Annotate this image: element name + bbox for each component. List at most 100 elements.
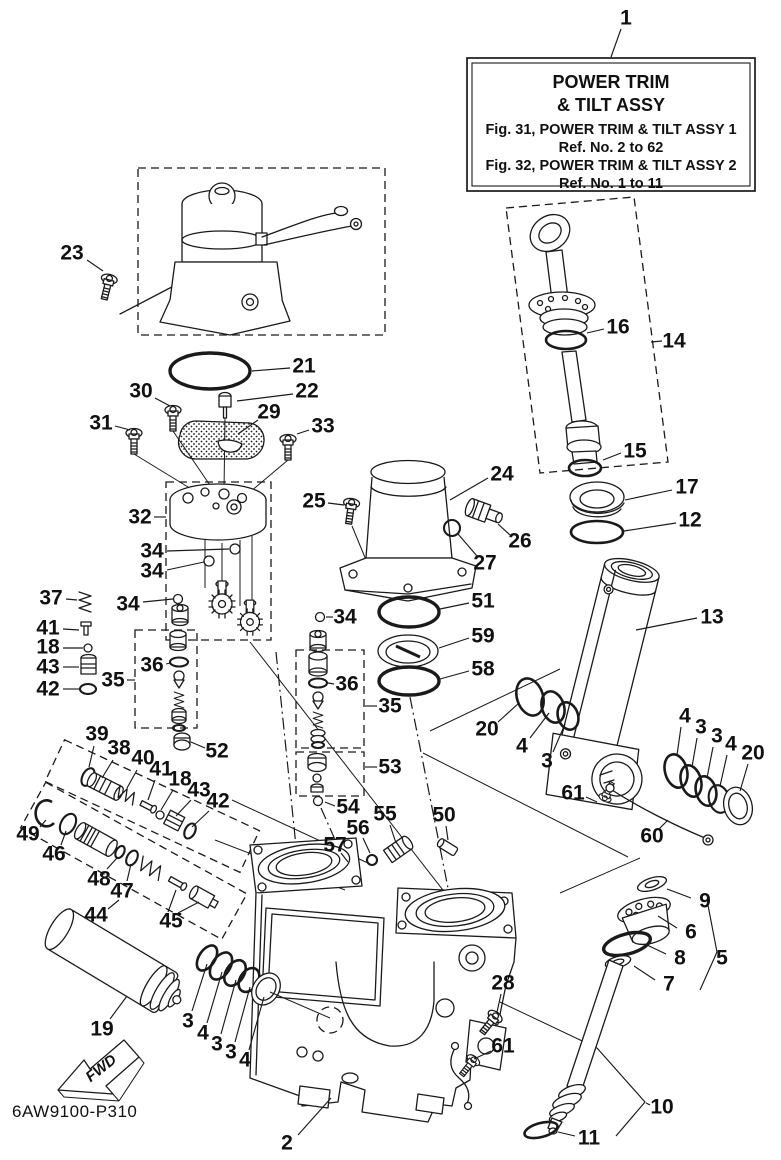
pump-gear — [208, 580, 236, 619]
tilt-cylinder-bore — [404, 887, 506, 933]
callout-label-3: 3 — [541, 750, 553, 773]
leader-line — [473, 1050, 492, 1060]
trim-piston-assy — [499, 857, 718, 1140]
spring-lower — [140, 855, 162, 882]
callout-label-49: 49 — [16, 823, 39, 846]
callout-label-53: 53 — [378, 756, 401, 779]
callout-label-34: 34 — [116, 593, 140, 616]
trim-cylinder-bore — [257, 843, 351, 885]
rod-lower-shaft — [561, 350, 587, 423]
o-ring-21 — [168, 351, 252, 391]
leader-line — [165, 662, 171, 665]
leader-line — [65, 598, 78, 601]
leader-line — [191, 810, 210, 828]
callout-label-3: 3 — [695, 716, 707, 739]
ground-wire-60 — [611, 789, 706, 839]
leader-line — [62, 628, 80, 631]
leader-line — [457, 533, 478, 557]
drawing-number: 6AW9100-P310 — [12, 1102, 137, 1121]
bushing — [171, 603, 189, 627]
callout-label-32: 32 — [128, 506, 151, 529]
callout-label-23: 23 — [60, 242, 83, 265]
ball-54 — [312, 795, 324, 807]
o-ring-46 — [58, 812, 78, 836]
o-ring-36 — [168, 656, 190, 668]
leader-line — [719, 754, 728, 787]
callout-label-46: 46 — [42, 843, 65, 866]
leader-line — [237, 419, 259, 435]
leader-line — [107, 899, 120, 910]
backup-ring-20 — [515, 677, 545, 717]
leader-line — [327, 682, 335, 685]
check-ball-34 — [203, 555, 215, 567]
spring-40 — [117, 784, 135, 806]
callout-label-35: 35 — [378, 695, 402, 718]
callout-label-58: 58 — [471, 658, 495, 681]
callout-label-35: 35 — [101, 669, 125, 692]
callout-label-39: 39 — [85, 723, 108, 746]
trim-valve-row-upper — [44, 738, 261, 874]
callout-label-61: 61 — [561, 782, 585, 805]
seal-4 — [663, 753, 689, 789]
ball-18b — [155, 810, 165, 820]
leader-line — [496, 993, 502, 1013]
callout-label-57: 57 — [323, 834, 346, 857]
leader-line — [439, 602, 470, 610]
leader-line — [633, 965, 656, 981]
check-ball-34 — [229, 543, 241, 555]
info-box-fig-line: Fig. 31, POWER TRIM & TILT ASSY 1 — [485, 122, 736, 138]
callout-10-bracket — [596, 1047, 646, 1137]
leader-line — [610, 28, 622, 58]
reservoir-24 — [339, 459, 477, 602]
leader-line — [88, 745, 95, 768]
callout-label-20: 20 — [475, 718, 498, 741]
valve-box-53 — [295, 751, 365, 797]
reservoir-drawing — [339, 459, 503, 602]
callout-label-22: 22 — [295, 380, 318, 403]
callout-label-28: 28 — [491, 972, 515, 995]
callout-label-3: 3 — [211, 1033, 223, 1056]
cylinder-end-screw-17 — [569, 481, 625, 518]
o-ring-42b — [183, 822, 197, 840]
tilt-piston — [565, 420, 602, 465]
callout-label-41: 41 — [36, 617, 60, 640]
axis-line — [249, 641, 447, 895]
callout-label-40: 40 — [131, 747, 154, 770]
callout-45-bracket — [167, 889, 200, 914]
callout-label-31: 31 — [89, 412, 113, 435]
callout-label-43: 43 — [187, 779, 210, 802]
leader-line — [529, 712, 550, 739]
callout-label-61: 61 — [491, 1035, 515, 1058]
callout-label-42: 42 — [206, 790, 229, 813]
callout-label-11: 11 — [578, 1127, 601, 1150]
callout-label-18: 18 — [168, 768, 192, 791]
info-box-fig-line: Fig. 32, POWER TRIM & TILT ASSY 2 — [485, 158, 736, 174]
backup-ring-59 — [377, 634, 439, 668]
leader-line — [234, 986, 251, 1043]
callout-label-48: 48 — [87, 868, 111, 891]
leader-line — [623, 522, 677, 532]
leader-line — [101, 759, 114, 779]
callout-label-50: 50 — [432, 804, 455, 827]
bushing-20 — [722, 786, 754, 826]
leader-line — [557, 1131, 576, 1137]
callout-label-4: 4 — [516, 735, 528, 758]
leader-line — [39, 819, 47, 828]
valve-piston-43 — [80, 653, 97, 675]
pump-body-32 — [169, 483, 267, 541]
gear-pump-drawing — [165, 481, 327, 653]
pivot-ring-set — [663, 753, 754, 826]
info-box-title-line1: POWER TRIM — [553, 72, 670, 92]
cup-seal-4 — [251, 972, 281, 1006]
leader-line — [497, 702, 520, 723]
o-ring-36b — [307, 677, 329, 689]
tilt-rod-assy-drawing — [505, 196, 669, 478]
pin-lower — [167, 875, 188, 891]
leader-line — [585, 796, 598, 803]
callout-label-3: 3 — [711, 725, 723, 748]
trim-rod-10 — [566, 959, 624, 1093]
callout-label-2: 2 — [281, 1132, 293, 1155]
callout-label-18: 18 — [36, 636, 60, 659]
o-ring-3 — [694, 774, 718, 808]
o-ring-3 — [679, 764, 703, 798]
